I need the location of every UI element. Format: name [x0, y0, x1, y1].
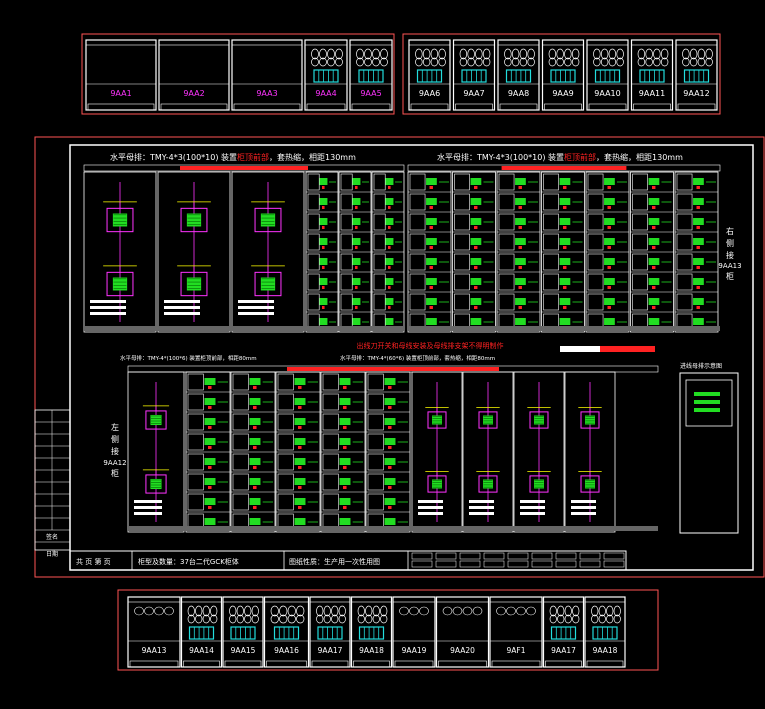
- cabinet-label: 9AA2: [183, 89, 204, 98]
- upper-right-schematic: [407, 164, 721, 333]
- bottom-cabinet-frame: [117, 589, 659, 671]
- cabinet: 9AA18: [350, 596, 393, 668]
- cabinet: 9AA1: [85, 39, 157, 111]
- cabinet: 9AA9: [541, 39, 585, 111]
- title-block-usage: 图纸性质：生产用一次性用图: [289, 557, 380, 566]
- cabinet-label: 9AA8: [508, 89, 529, 98]
- main-sheet-frame: [34, 136, 765, 578]
- right-side-note-line: 侧: [726, 238, 734, 248]
- bus-diagram-content: [694, 392, 720, 412]
- cabinet-label: 9AF1: [507, 646, 526, 655]
- cabinet: 9AA12: [675, 39, 718, 111]
- cabinet-label: 9AA11: [639, 89, 665, 98]
- cabinet-label: 9AA16: [274, 646, 299, 655]
- bus-note: 进线母排示意图: [680, 362, 722, 370]
- cabinet: 9AA10: [586, 39, 629, 111]
- cabinet: 9AA2: [158, 39, 230, 111]
- cabinet-label: 9AA19: [402, 646, 427, 655]
- top-cabinet-row-b: 9AA6 9AA7 9AA8 9AA9 9AA10 9AA11 9AA12: [408, 39, 718, 111]
- cabinet-label: 9AA1: [110, 89, 131, 98]
- top-cabinet-frame-a: [81, 33, 395, 115]
- busbar-title-small-1: 水平母排：TMY-4*(100*6) 装置柜顶前部，相距80mm: [120, 354, 257, 362]
- bus-diagram-inner: [685, 379, 733, 427]
- cabinet: 9AA11: [630, 39, 674, 111]
- left-side-note-line: 接: [111, 446, 119, 456]
- left-side-note-line: 柜: [111, 468, 119, 478]
- left-side-note-line: 侧: [111, 434, 119, 444]
- cabinet: 9AA17: [542, 596, 585, 668]
- left-side-note: 左 侧 接 9AA12 柜: [103, 422, 126, 478]
- title-block-type: 柜型及数量：37台二代GCK柜体: [138, 557, 239, 566]
- cabinet: 9AF1: [489, 596, 543, 668]
- red-note: 出线刀开关和母线安装及母线排支架不得明制作: [357, 341, 504, 350]
- busbar-title-1: 水平母排：TMY-4*3(100*10) 装置柜顶前部，套热缩，相距130mm: [110, 152, 356, 162]
- left-table-date-label: 日期: [46, 550, 58, 558]
- cabinet: 9AA13: [127, 596, 181, 668]
- cabinet: 9AA7: [452, 39, 496, 111]
- cabinet: 9AA6: [408, 39, 451, 111]
- right-side-note: 右 侧 接 9AA13 柜: [718, 226, 741, 281]
- bottom-cabinet-row: 9AA13 9AA14 9AA15 9AA16 9AA17 9AA18 9AA19 9AA20…: [127, 596, 626, 668]
- cabinet-label: 9AA6: [419, 89, 440, 98]
- cabinet: 9AA5: [349, 39, 393, 111]
- cabinet: 9AA17: [309, 596, 351, 668]
- cabinet-label: 9AA5: [360, 89, 381, 98]
- cabinet-label: 9AA20: [450, 646, 475, 655]
- cabinet: 9AA18: [584, 596, 626, 668]
- upper-left-schematic: [83, 164, 405, 333]
- cabinet: 9AA15: [222, 596, 264, 668]
- busbar-title-small-2: 水平母排：TMY-4*(60*6) 装置柜顶前部，套热缩，相距80mm: [340, 354, 495, 362]
- cabinet-label: 9AA13: [142, 646, 167, 655]
- cabinet: 9AA20: [435, 596, 490, 668]
- cabinet: 9AA14: [180, 596, 223, 668]
- cabinet-label: 9AA12: [683, 89, 709, 98]
- lower-schematic: [127, 346, 659, 533]
- left-side-note-line: 9AA12: [103, 459, 126, 467]
- top-cabinet-frame-b: [402, 33, 721, 115]
- cabinet-label: 9AA10: [594, 89, 620, 98]
- right-side-note-line: 9AA13: [718, 262, 741, 270]
- cabinet-label: 9AA15: [231, 646, 256, 655]
- cabinet-label: 9AA14: [189, 646, 214, 655]
- cabinet-label: 9AA7: [463, 89, 484, 98]
- cabinet: 9AA8: [497, 39, 540, 111]
- bus-diagram-box: [679, 372, 739, 534]
- right-side-note-line: 右: [726, 226, 734, 236]
- title-block: [69, 550, 627, 571]
- cabinet-label: 9AA3: [256, 89, 277, 98]
- cabinet-label: 9AA17: [318, 646, 343, 655]
- cabinet: 9AA3: [231, 39, 303, 111]
- cabinet: 9AA16: [263, 596, 310, 668]
- cabinet-label: 9AA18: [359, 646, 384, 655]
- left-revision-table: [34, 409, 71, 551]
- cabinet-label: 9AA18: [593, 646, 618, 655]
- busbar-title-2: 水平母排：TMY-4*3(100*10) 装置柜顶前部，套热缩，相距130mm: [437, 152, 683, 162]
- right-side-note-line: 接: [726, 250, 734, 260]
- cabinet: 9AA4: [304, 39, 348, 111]
- left-side-note-line: 左: [111, 422, 119, 432]
- left-table-sign-label: 签名: [46, 533, 58, 541]
- right-side-note-line: 柜: [726, 271, 734, 281]
- title-block-cells: [411, 552, 625, 568]
- cabinet-label: 9AA9: [552, 89, 573, 98]
- cabinet-label: 9AA4: [315, 89, 336, 98]
- title-block-pages: 共 页 第 页: [76, 557, 111, 566]
- top-cabinet-row-a: 9AA1 9AA2 9AA3 9AA4 9AA5: [85, 39, 393, 111]
- cabinet: 9AA19: [392, 596, 436, 668]
- cabinet-label: 9AA17: [551, 646, 576, 655]
